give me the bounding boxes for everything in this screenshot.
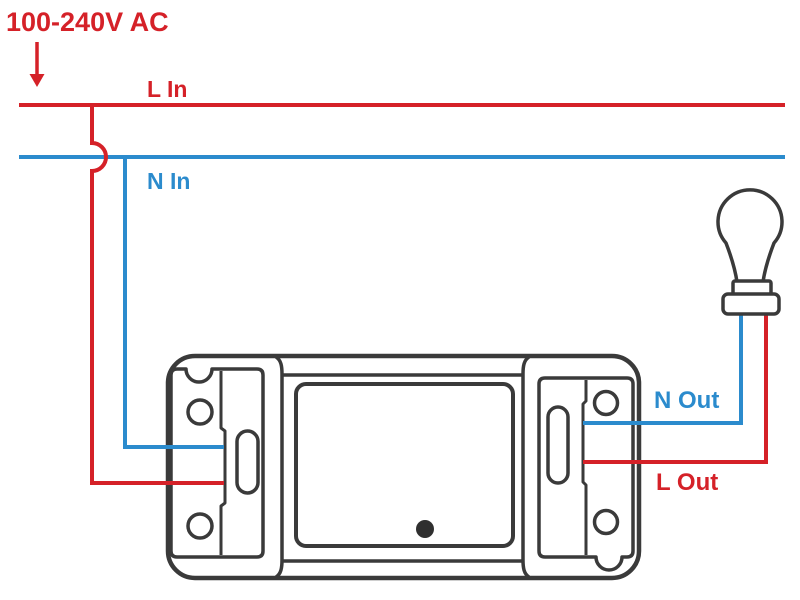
device-lid (294, 382, 515, 548)
bulb-base (721, 292, 781, 316)
neutral-in-wire (123, 157, 224, 449)
left-terminal-screw-bottom (186, 512, 214, 540)
device-right-shoulder (521, 355, 531, 579)
live-out-label: L Out (656, 469, 718, 496)
right-terminal-contact-edge (581, 380, 588, 555)
left-terminal-panel (169, 367, 265, 559)
neutral-out-label: N Out (654, 387, 719, 414)
live-in-wire (90, 105, 224, 485)
power-arrow-head (29, 74, 45, 87)
device-led-dot (416, 520, 434, 538)
bulb-glass (716, 188, 784, 284)
live-in-label: L In (147, 76, 187, 102)
right-terminal-slot (546, 405, 570, 485)
power-arrow-icon (29, 42, 45, 87)
neutral-out-wire (583, 314, 743, 425)
left-terminal-screw-top (186, 398, 214, 426)
left-terminal-slot (235, 429, 260, 495)
right-terminal-screw-bottom (592, 508, 620, 536)
right-terminal-screw-top (592, 389, 620, 417)
neutral-in-label: N In (147, 168, 190, 194)
device-left-shoulder (274, 355, 284, 579)
right-terminal-panel (537, 376, 635, 572)
live-out-wire (583, 314, 768, 464)
smart-switch-device (165, 353, 642, 581)
light-bulb-icon (716, 188, 784, 316)
power-source-label: 100-240V AC (6, 7, 169, 37)
left-terminal-contact-edge (219, 371, 227, 555)
